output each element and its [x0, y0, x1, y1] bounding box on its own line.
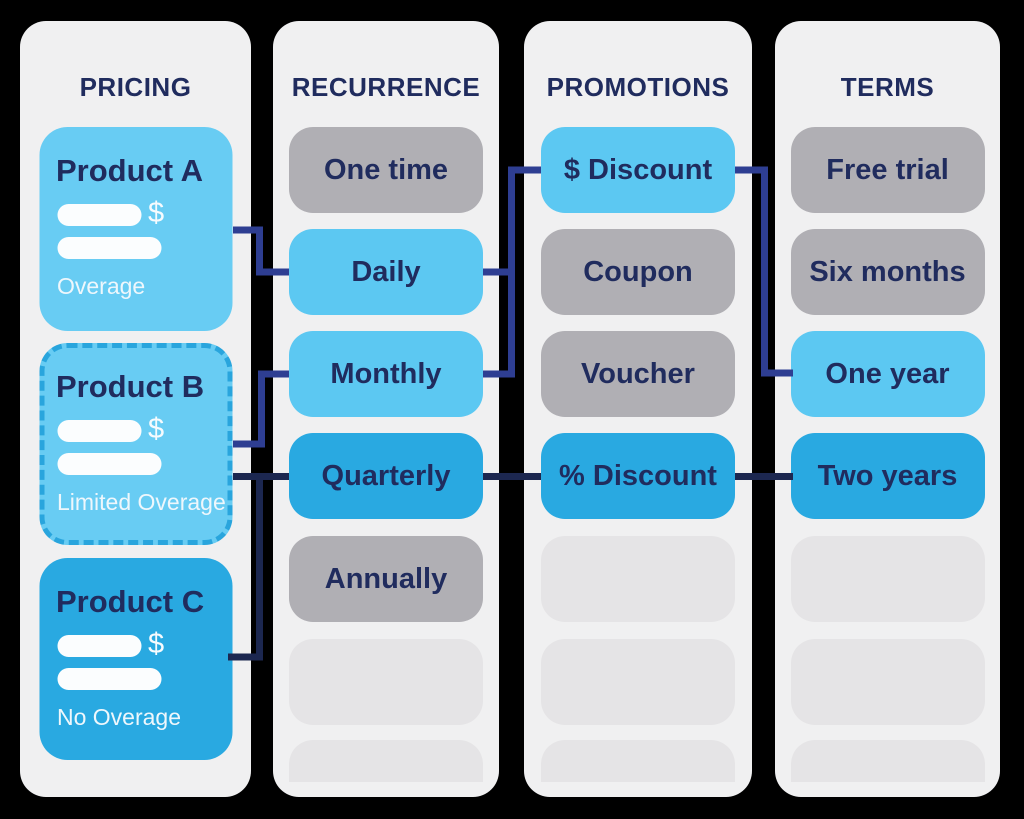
product-b-title: Product B — [56, 369, 205, 404]
price-pill — [57, 635, 141, 657]
product-c-card: Product C $ No Overage — [39, 558, 232, 760]
product-c-note: No Overage — [57, 704, 182, 730]
price-pill — [57, 420, 141, 442]
column-title-recurrence: RECURRENCE — [291, 72, 481, 102]
chip-one-year: One year — [790, 331, 985, 417]
column-pricing: PRICING Product A $ Overage Product B $ … — [20, 21, 251, 797]
chip-annually: Annually — [289, 536, 483, 622]
chip-voucher: Voucher — [541, 331, 735, 417]
chip-monthly: Monthly — [289, 331, 483, 417]
placeholder-chip — [790, 639, 985, 725]
product-b-card: Product B $ Limited Overage — [39, 343, 232, 545]
currency-symbol: $ — [148, 413, 165, 445]
price-pill — [57, 237, 161, 259]
column-terms: TERMS Free trial Six months One year Two… — [775, 21, 1000, 797]
chip-dollar-discount: $ Discount — [541, 127, 735, 213]
chip-quarterly: Quarterly — [289, 433, 483, 519]
chip-six-months: Six months — [790, 229, 985, 315]
placeholder-chip-partial — [790, 740, 985, 782]
product-a-title: Product A — [56, 153, 203, 188]
currency-symbol: $ — [148, 628, 165, 660]
placeholder-chip-partial — [289, 740, 483, 782]
price-pill — [57, 453, 161, 475]
column-promotions: PROMOTIONS $ Discount Coupon Voucher % D… — [524, 21, 752, 797]
placeholder-chip — [541, 536, 735, 622]
chip-daily: Daily — [289, 229, 483, 315]
currency-symbol: $ — [148, 197, 165, 229]
column-recurrence: RECURRENCE One time Daily Monthly Quarte… — [273, 21, 499, 797]
chip-free-trial: Free trial — [790, 127, 985, 213]
column-title-terms: TERMS — [840, 72, 935, 102]
column-title-pricing: PRICING — [79, 72, 192, 102]
chip-two-years: Two years — [790, 433, 985, 519]
chip-coupon: Coupon — [541, 229, 735, 315]
placeholder-chip-partial — [541, 740, 735, 782]
product-a-card: Product A $ Overage — [39, 127, 232, 331]
placeholder-chip — [541, 639, 735, 725]
placeholder-chip — [289, 639, 483, 725]
placeholder-chip — [790, 536, 985, 622]
chip-percent-discount: % Discount — [541, 433, 735, 519]
product-b-note: Limited Overage — [57, 489, 226, 515]
price-pill — [57, 668, 161, 690]
column-title-promotions: PROMOTIONS — [546, 72, 730, 102]
product-c-title: Product C — [56, 584, 205, 619]
chip-one-time: One time — [289, 127, 483, 213]
product-a-note: Overage — [57, 273, 146, 299]
price-pill — [57, 204, 141, 226]
